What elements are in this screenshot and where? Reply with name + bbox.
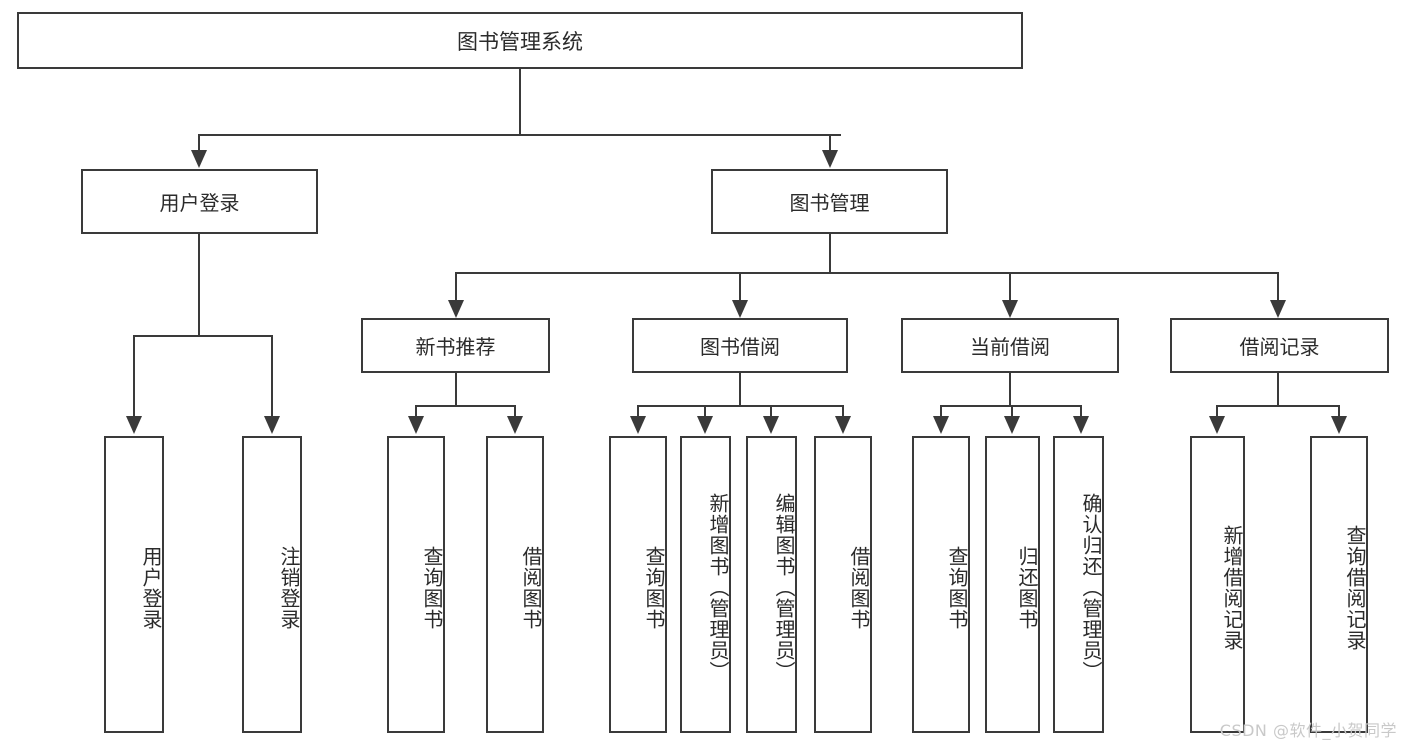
leaf-user-login[interactable]: 用户登录 [104,436,164,733]
node-label: 查询借阅记录 [1343,524,1367,651]
arrow-to-book-borrow [732,300,748,318]
connector-root-drop-right [829,134,831,150]
node-label: 确认归还（管理员） [1079,493,1103,682]
arrow-to-borrow-record [1270,300,1286,318]
node-label: 当前借阅 [970,335,1050,359]
connector-nbr-drop-1 [415,405,417,418]
arrow-to-new-book-rec [448,300,464,318]
arrow-br-leaf-1 [1209,416,1225,434]
connector-nbr-drop-2 [514,405,516,418]
leaf-query-book-bb[interactable]: 查询图书 [609,436,667,733]
node-book-management[interactable]: 图书管理 [711,169,948,234]
node-label: 编辑图书（管理员） [772,493,796,682]
leaf-confirm-return-admin[interactable]: 确认归还（管理员） [1053,436,1104,733]
node-label: 新增图书（管理员） [706,493,730,682]
connector-book-manage-drop-4 [1277,272,1279,300]
node-user-login[interactable]: 用户登录 [81,169,318,234]
connector-root-drop-left [198,134,200,150]
node-label: 借阅记录 [1239,335,1320,359]
connector-nbr-bar [415,405,516,407]
arrow-to-user-login [191,150,207,168]
leaf-borrow-book-nbr[interactable]: 借阅图书 [486,436,544,733]
leaf-add-book-admin[interactable]: 新增图书（管理员） [680,436,731,733]
arrow-bb-leaf-1 [630,416,646,434]
arrow-to-current-borrow [1002,300,1018,318]
arrow-bb-leaf-3 [763,416,779,434]
connector-book-manage-bar [455,272,1279,274]
connector-user-login-drop-2 [271,335,273,418]
node-label: 查询图书 [945,545,969,630]
arrow-cb-leaf-3 [1073,416,1089,434]
connector-cb-stem [1009,373,1011,406]
node-label: 借阅图书 [519,545,543,630]
node-label: 图书管理系统 [457,29,583,54]
connector-bb-drop-4 [842,405,844,418]
node-label: 查询图书 [642,545,666,630]
node-label: 图书管理 [789,191,870,215]
leaf-query-book-cb[interactable]: 查询图书 [912,436,970,733]
node-label: 图书借阅 [700,335,780,359]
node-label: 查询图书 [420,545,444,630]
csdn-watermark: CSDN @软件_小贺同学 [1219,721,1397,740]
connector-cb-drop-2 [1011,405,1013,418]
node-current-borrow[interactable]: 当前借阅 [901,318,1119,373]
node-label: 注销登录 [277,545,301,630]
arrow-to-book-manage [822,150,838,168]
arrow-bb-leaf-4 [835,416,851,434]
connector-book-manage-drop-1 [455,272,457,300]
node-new-book-recommend[interactable]: 新书推荐 [361,318,550,373]
leaf-borrow-book-bb[interactable]: 借阅图书 [814,436,872,733]
connector-user-login-drop-1 [133,335,135,418]
node-label: 用户登录 [159,191,240,215]
node-root-system[interactable]: 图书管理系统 [17,12,1023,69]
connector-book-manage-drop-2 [739,272,741,300]
connector-book-manage-stem [829,234,831,273]
node-label: 新增借阅记录 [1220,524,1244,651]
connector-bb-drop-3 [770,405,772,418]
connector-bb-stem [739,373,741,406]
leaf-edit-book-admin[interactable]: 编辑图书（管理员） [746,436,797,733]
node-book-borrow[interactable]: 图书借阅 [632,318,848,373]
arrow-to-leaf-user-login [126,416,142,434]
node-label: 新书推荐 [415,335,496,359]
arrow-cb-leaf-2 [1004,416,1020,434]
arrow-to-leaf-logout-login [264,416,280,434]
leaf-query-book-nbr[interactable]: 查询图书 [387,436,445,733]
arrow-br-leaf-2 [1331,416,1347,434]
connector-br-stem [1277,373,1279,406]
connector-cb-drop-1 [940,405,942,418]
node-label: 用户登录 [139,545,163,630]
connector-root-bar [198,134,841,136]
leaf-query-borrow-record[interactable]: 查询借阅记录 [1310,436,1368,733]
node-label: 借阅图书 [847,545,871,630]
leaf-return-book[interactable]: 归还图书 [985,436,1040,733]
node-label: 归还图书 [1015,545,1039,630]
connector-user-login-bar [133,335,273,337]
arrow-cb-leaf-1 [933,416,949,434]
connector-root-stem [519,69,521,135]
connector-bb-drop-1 [637,405,639,418]
connector-bb-bar [637,405,844,407]
connector-user-login-stem [198,234,200,336]
connector-br-drop-2 [1338,405,1340,418]
arrow-nbr-leaf-1 [408,416,424,434]
connector-cb-drop-3 [1080,405,1082,418]
connector-bb-drop-2 [704,405,706,418]
arrow-nbr-leaf-2 [507,416,523,434]
connector-book-manage-drop-3 [1009,272,1011,300]
leaf-logout-login[interactable]: 注销登录 [242,436,302,733]
connector-br-drop-1 [1216,405,1218,418]
connector-br-bar [1216,405,1340,407]
arrow-bb-leaf-2 [697,416,713,434]
node-borrow-record[interactable]: 借阅记录 [1170,318,1389,373]
connector-nbr-stem [455,373,457,406]
leaf-add-borrow-record[interactable]: 新增借阅记录 [1190,436,1245,733]
